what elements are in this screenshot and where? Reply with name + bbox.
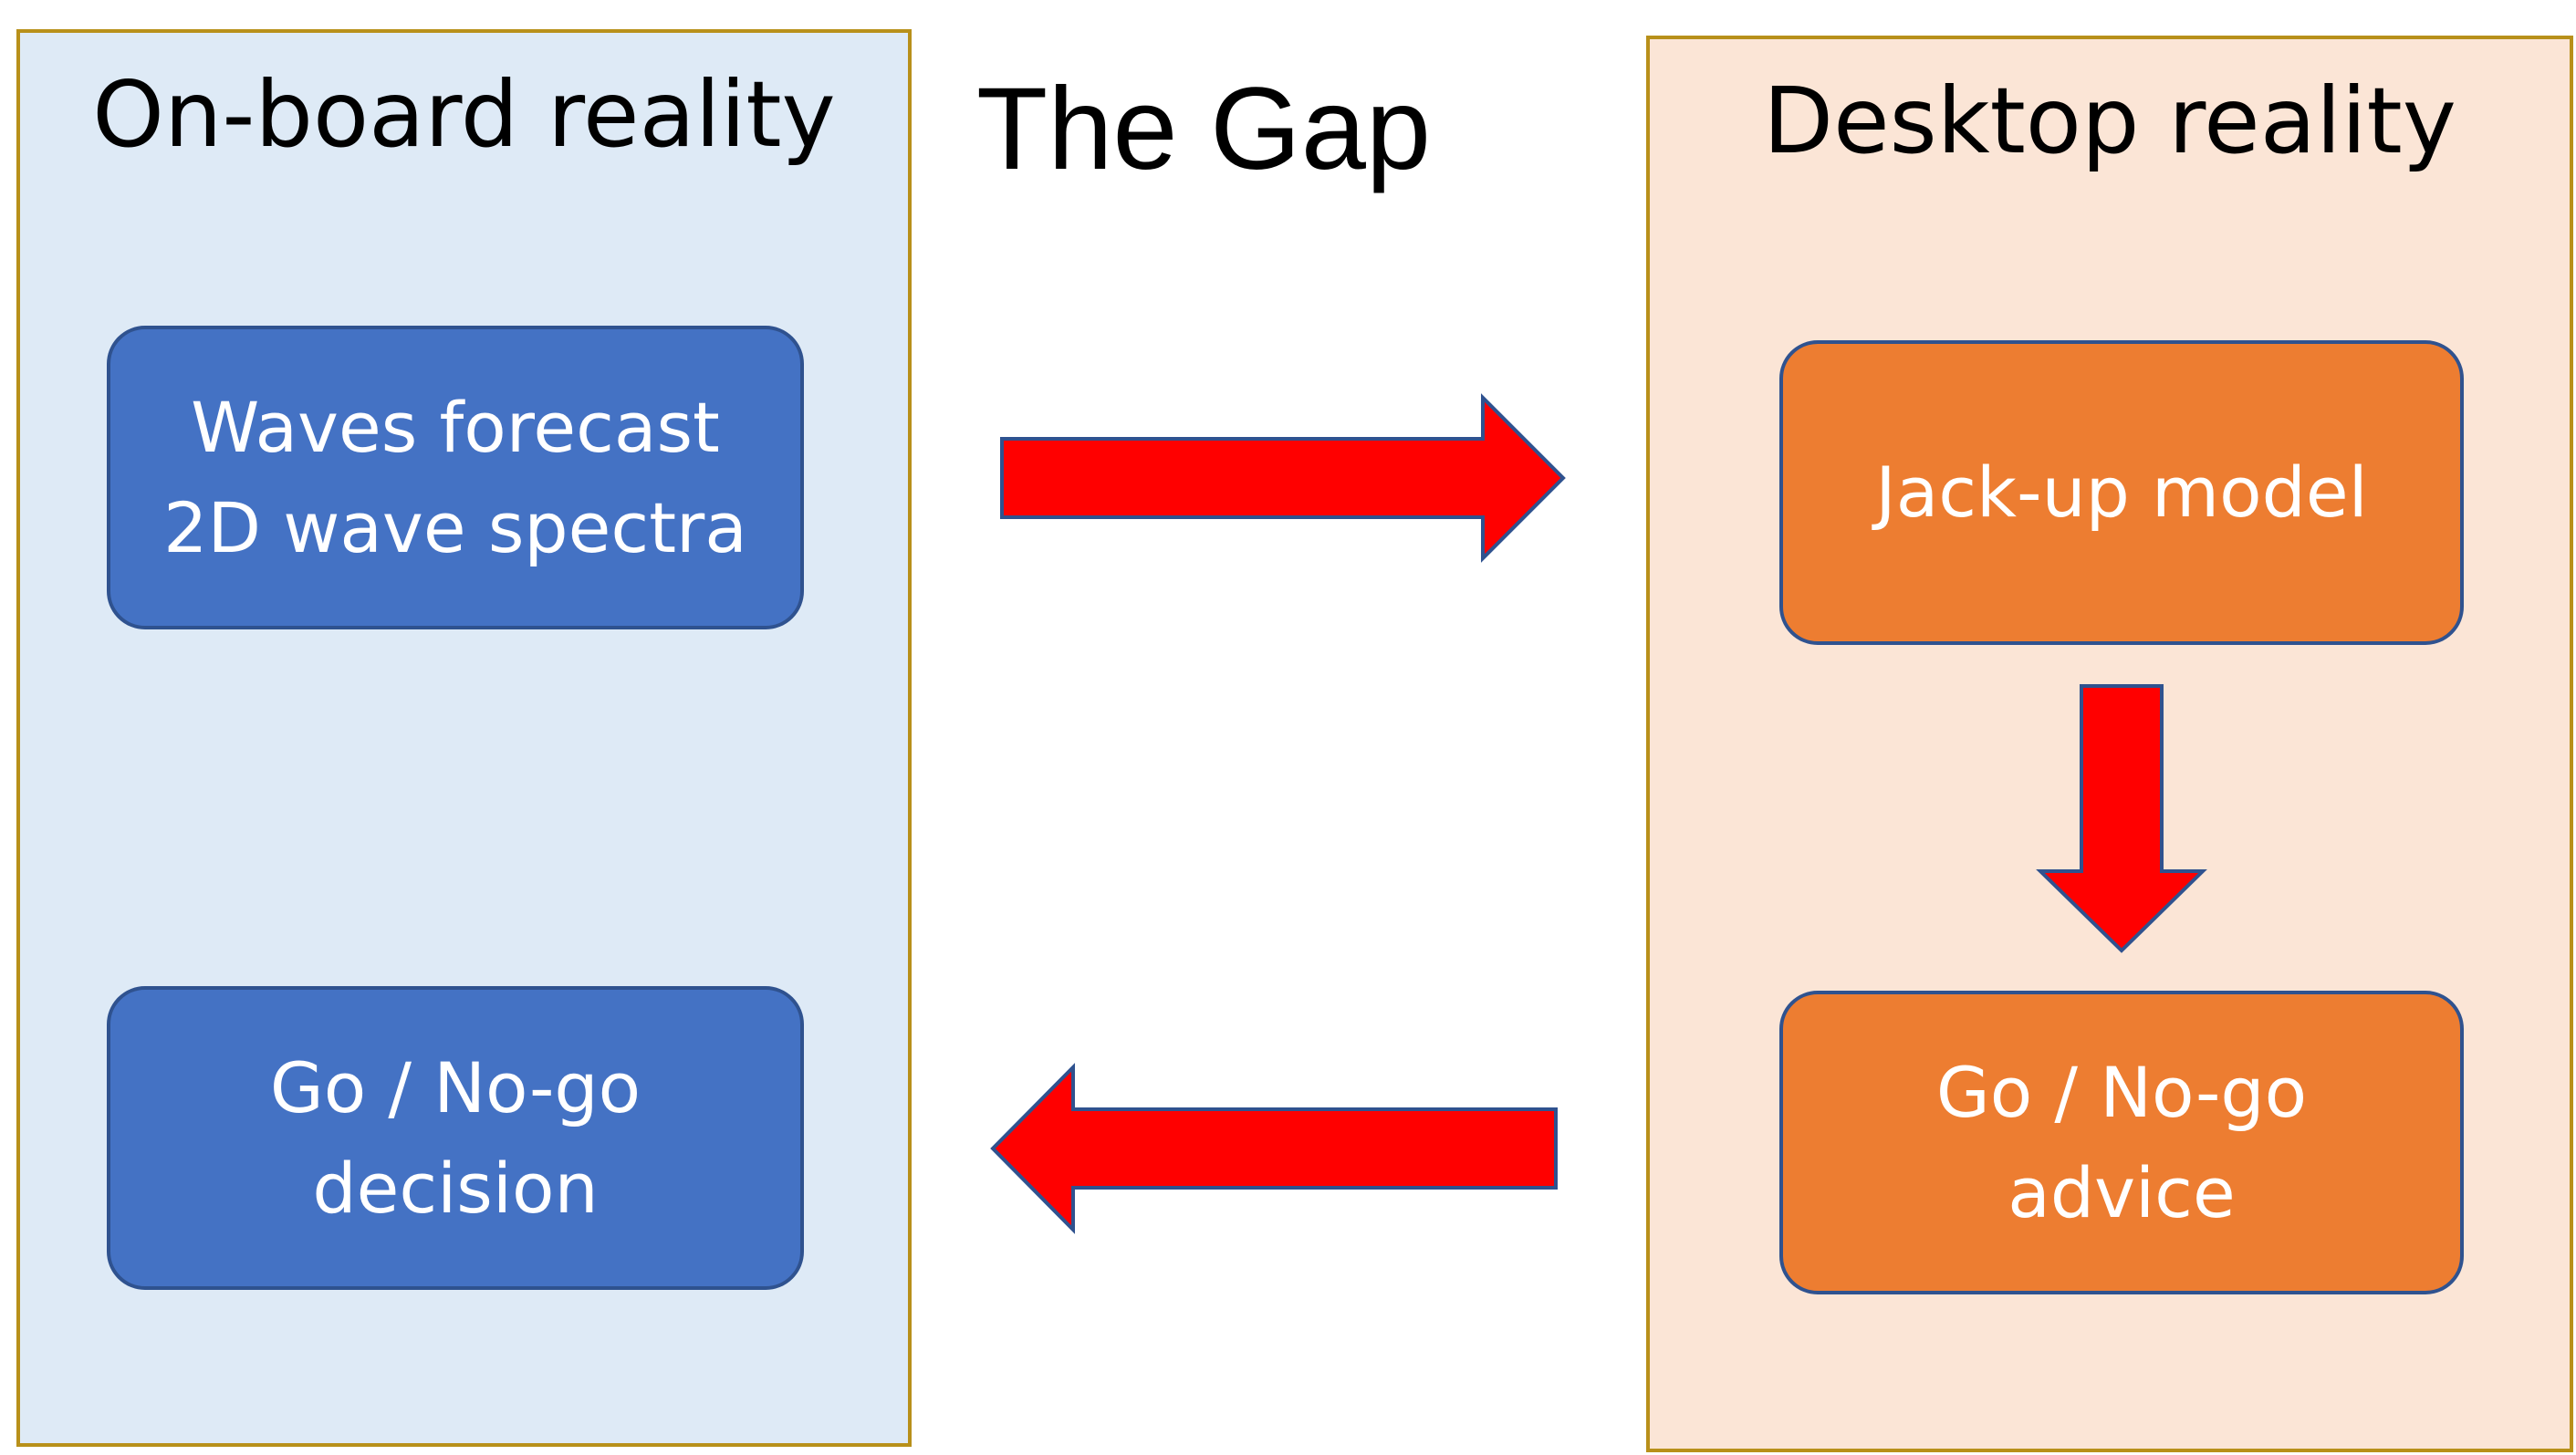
go-no-go-advice-box: Go / No-go advice [1779,991,2464,1294]
desktop-reality-title: Desktop reality [1763,68,2456,174]
arrow-left-advice-to-decision [990,1063,1558,1234]
arrow-right-forecast-to-model [1000,393,1566,563]
arrow-down-model-to-advice [2036,684,2207,953]
waves-forecast-box: Waves forecast 2D wave spectra [107,326,804,629]
gap-title: The Gap [976,64,1432,194]
go-no-go-decision-box: Go / No-go decision [107,986,804,1290]
onboard-reality-title: On-board reality [92,61,836,168]
jack-up-model-box: Jack-up model [1779,340,2464,645]
